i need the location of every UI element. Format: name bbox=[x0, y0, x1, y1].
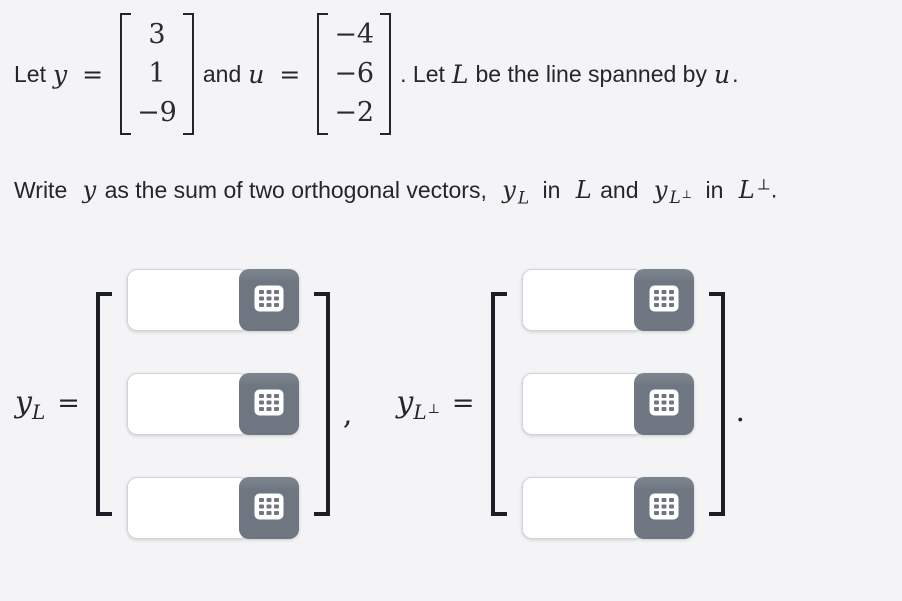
sub-L: L bbox=[31, 399, 46, 424]
instruction-word: and bbox=[600, 176, 639, 203]
var-y: y bbox=[15, 384, 32, 420]
perp-symbol: ⊥ bbox=[681, 188, 693, 202]
var-L: L bbox=[451, 59, 469, 89]
yLperp-entry-3-input[interactable] bbox=[521, 477, 644, 540]
instruction-word: Write bbox=[14, 176, 68, 203]
keypad-button[interactable] bbox=[238, 477, 299, 540]
right-bracket bbox=[380, 13, 392, 135]
comma-separator: , bbox=[342, 396, 353, 432]
var-y: y bbox=[52, 59, 68, 89]
var-u: u bbox=[713, 59, 731, 89]
perp-symbol: ⊥ bbox=[427, 401, 440, 417]
yL-entry-1-input[interactable] bbox=[126, 269, 249, 332]
period: . bbox=[770, 176, 778, 203]
vector-y-row: −9 bbox=[137, 97, 177, 129]
vector-entry-field bbox=[126, 477, 299, 540]
left-bracket bbox=[490, 292, 507, 517]
problem-page: Let y = 3 1 −9 and u = −4 −6 −2 . Let L … bbox=[0, 13, 902, 542]
var-y: y bbox=[82, 175, 97, 204]
yL-entry-2-input[interactable] bbox=[126, 373, 249, 436]
var-u: u bbox=[248, 59, 265, 89]
left-bracket bbox=[317, 13, 329, 135]
vector-y-row: 3 bbox=[148, 18, 166, 50]
right-bracket bbox=[313, 292, 330, 517]
var-L: L bbox=[575, 175, 592, 204]
keypad-button[interactable] bbox=[238, 373, 299, 436]
statement-text: and bbox=[202, 60, 242, 87]
instruction-word: in bbox=[542, 176, 561, 203]
var-y: y bbox=[396, 384, 414, 420]
perp-symbol: ⊥ bbox=[756, 175, 771, 193]
keypad-icon bbox=[254, 285, 284, 315]
equals-sign: = bbox=[82, 59, 104, 89]
vector-y: 3 1 −9 bbox=[120, 13, 194, 135]
keypad-button[interactable] bbox=[633, 373, 694, 436]
keypad-icon bbox=[254, 493, 284, 523]
yLperp-entry-2-input[interactable] bbox=[521, 373, 644, 436]
vector-entry-field bbox=[126, 373, 299, 436]
answer-area: yL= bbox=[0, 266, 902, 542]
vector-entry-field bbox=[521, 269, 694, 332]
vector-u-row: −4 bbox=[334, 18, 375, 50]
yLperp-label: yL⊥ = bbox=[396, 385, 474, 424]
instruction-word: in bbox=[705, 176, 724, 203]
Lperp-symbol: L⊥ bbox=[738, 175, 771, 204]
vector-u-row: −2 bbox=[334, 97, 375, 129]
yL-label: yL = bbox=[15, 385, 80, 424]
left-bracket bbox=[95, 292, 112, 517]
vector-entry-field bbox=[521, 373, 694, 436]
instruction-word: as the sum of two orthogonal vectors, bbox=[104, 176, 487, 203]
keypad-button[interactable] bbox=[238, 269, 299, 332]
vector-y-row: 1 bbox=[148, 57, 166, 89]
instruction-text: Write y as the sum of two orthogonal vec… bbox=[0, 175, 902, 208]
vector-entry-field bbox=[521, 477, 694, 540]
equals-sign: = bbox=[279, 59, 301, 89]
vector-u: −4 −6 −2 bbox=[317, 13, 392, 135]
statement-text: Let bbox=[14, 60, 46, 87]
period: . bbox=[732, 60, 739, 87]
vector-entry-field bbox=[126, 269, 299, 332]
yLperp-vector-inputs bbox=[521, 269, 694, 540]
yL-vector-inputs bbox=[126, 269, 299, 540]
yLperp-entry-1-input[interactable] bbox=[521, 269, 644, 332]
equals-sign: = bbox=[451, 387, 475, 419]
keypad-icon bbox=[254, 389, 284, 419]
right-bracket bbox=[182, 13, 194, 135]
keypad-button[interactable] bbox=[633, 477, 694, 540]
period: . bbox=[735, 393, 746, 429]
statement-text: . Let bbox=[400, 60, 445, 87]
keypad-button[interactable] bbox=[633, 269, 694, 332]
keypad-icon bbox=[649, 389, 679, 419]
left-bracket bbox=[120, 13, 132, 135]
keypad-icon bbox=[649, 493, 679, 523]
right-bracket bbox=[708, 292, 725, 517]
vector-u-row: −6 bbox=[334, 57, 375, 89]
yL-entry-3-input[interactable] bbox=[126, 477, 249, 540]
keypad-icon bbox=[649, 285, 679, 315]
equals-sign: = bbox=[57, 387, 80, 419]
sub-L: L bbox=[413, 399, 427, 424]
statement-text: be the line spanned by bbox=[475, 60, 707, 87]
problem-statement: Let y = 3 1 −9 and u = −4 −6 −2 . Let L … bbox=[0, 13, 902, 135]
